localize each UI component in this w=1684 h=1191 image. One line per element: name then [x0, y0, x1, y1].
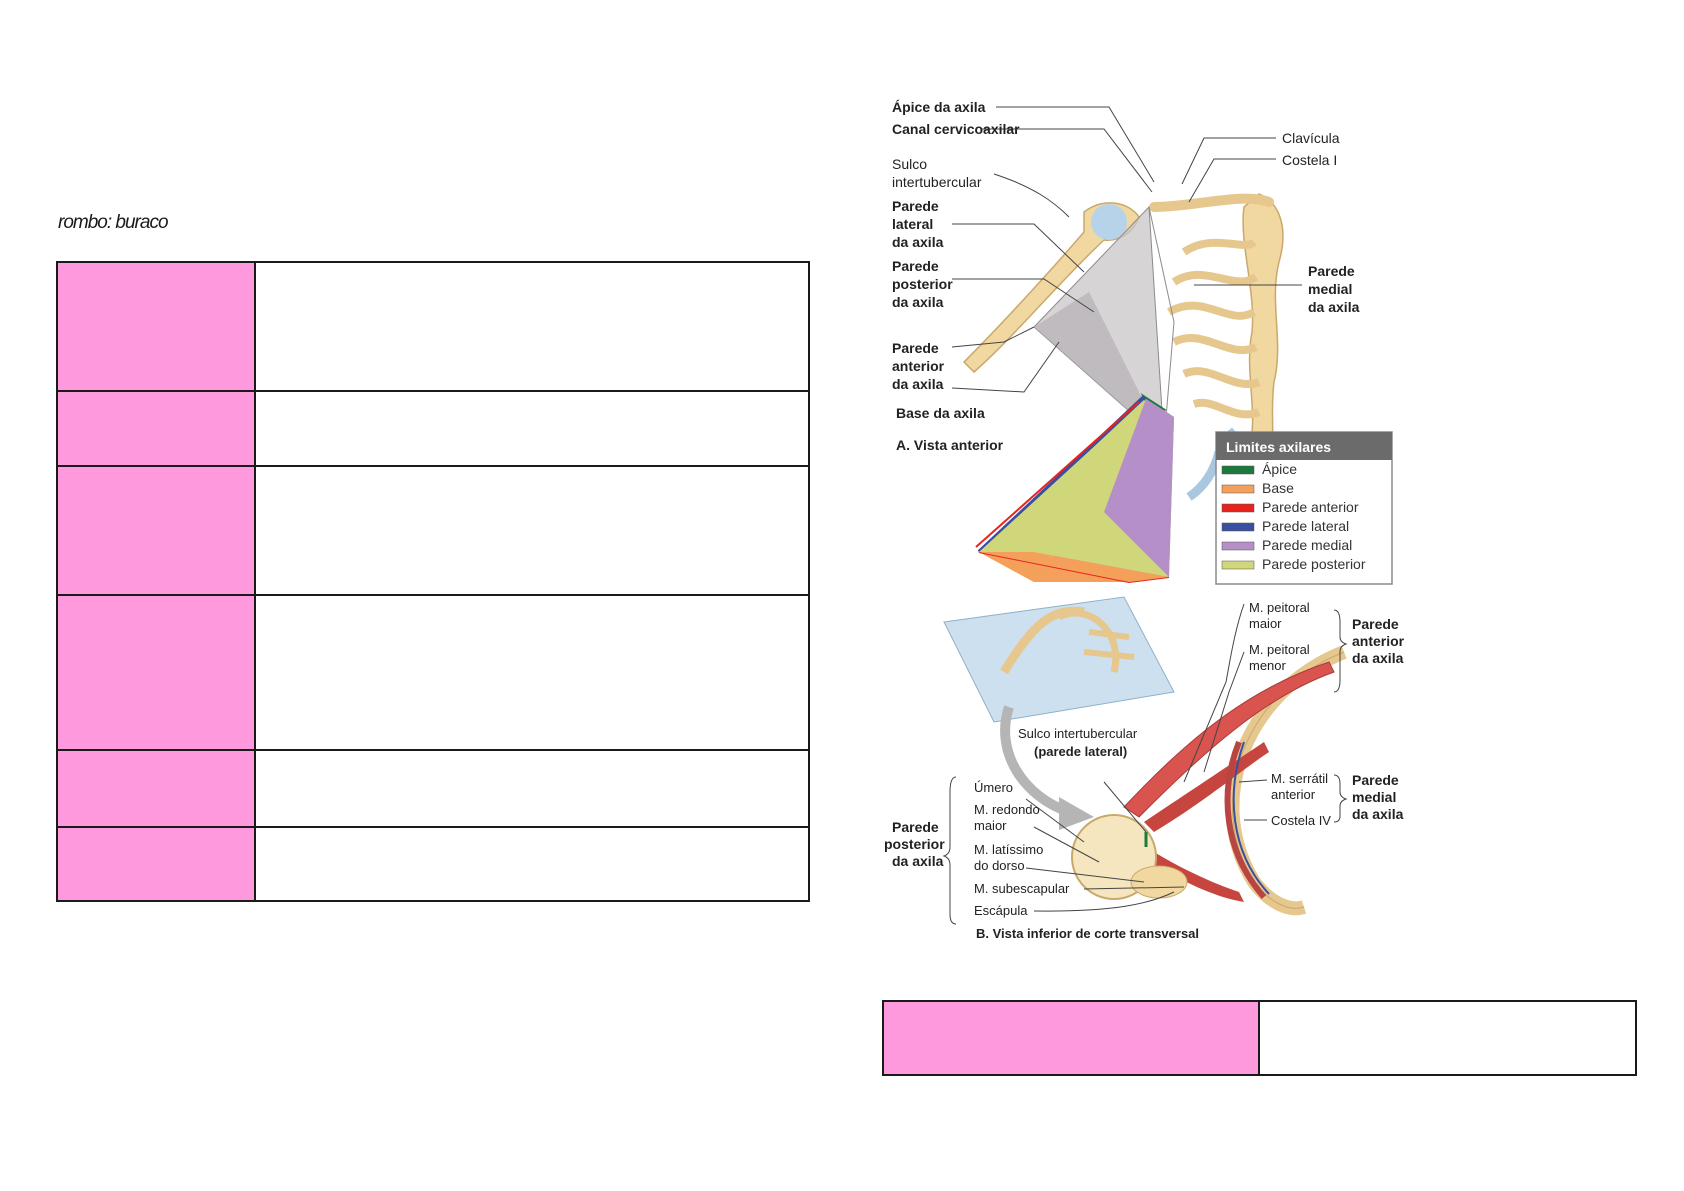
label-b-sulco-2: (parede lateral) — [1034, 744, 1127, 759]
legend-item-label: Parede lateral — [1262, 518, 1349, 534]
caption-b: B. Vista inferior de corte transversal — [976, 926, 1199, 941]
label-sulco-2: intertubercular — [892, 174, 982, 190]
label-cell — [56, 749, 256, 828]
table-row — [56, 390, 810, 467]
label-b-parede-posterior-3: da axila — [892, 853, 944, 869]
label-redondo-maior: M. redondo — [974, 802, 1040, 817]
table-row — [56, 594, 810, 751]
label-canal-cervicoaxilar: Canal cervicoaxilar — [892, 121, 1020, 137]
label-cell — [56, 390, 256, 467]
label-peitoral-maior: M. peitoral — [1249, 600, 1310, 615]
content-cell[interactable] — [254, 826, 810, 902]
content-cell[interactable] — [254, 465, 810, 596]
content-cell[interactable] — [254, 594, 810, 751]
content-cell[interactable] — [1258, 1000, 1637, 1076]
legend-title: Limites axilares — [1226, 439, 1331, 455]
label-parede-posterior-3: da axila — [892, 294, 944, 310]
label-cell — [56, 826, 256, 902]
panel-b: M. peitoral maior M. peitoral menor Pare… — [884, 596, 1405, 941]
left-table — [56, 261, 810, 902]
legend-item-label: Base — [1262, 480, 1294, 496]
label-b-parede-medial-3: da axila — [1352, 806, 1404, 822]
axilla-pyramid-diagram — [975, 393, 1174, 584]
label-parede-medial-3: da axila — [1308, 299, 1360, 315]
content-cell[interactable] — [254, 749, 810, 828]
label-subescapular: M. subescapular — [974, 881, 1070, 896]
label-parede-lateral-2: lateral — [892, 216, 933, 232]
label-parede-lateral: Parede — [892, 198, 939, 214]
label-cell — [56, 594, 256, 751]
label-b-parede-medial-2: medial — [1352, 789, 1396, 805]
label-cell — [56, 261, 256, 392]
anatomy-illustration: Ápice da axila Canal cervicoaxilar Sulco… — [884, 99, 1405, 941]
legend-swatch — [1221, 541, 1255, 551]
label-parede-anterior-2: anterior — [892, 358, 945, 374]
label-b-parede-anterior-2: anterior — [1352, 633, 1405, 649]
label-b-parede-posterior-2: posterior — [884, 836, 945, 852]
label-costela-i: Costela I — [1282, 152, 1337, 168]
label-parede-lateral-3: da axila — [892, 234, 944, 250]
legend-item-label: Ápice — [1262, 461, 1297, 477]
label-peitoral-menor-2: menor — [1249, 658, 1287, 673]
label-cell — [882, 1000, 1260, 1076]
legend-item-label: Parede anterior — [1262, 499, 1359, 515]
table-row — [882, 1000, 1637, 1076]
label-apice: Ápice da axila — [892, 99, 986, 115]
panel-a: Ápice da axila Canal cervicoaxilar Sulco… — [892, 99, 1360, 501]
bottom-table — [882, 1000, 1637, 1076]
label-b-parede-medial: Parede — [1352, 772, 1399, 788]
label-parede-anterior: Parede — [892, 340, 939, 356]
legend-swatch — [1221, 522, 1255, 532]
legend-item-label: Parede posterior — [1262, 556, 1366, 572]
label-clavicula: Clavícula — [1282, 130, 1340, 146]
legend-swatch — [1221, 503, 1255, 513]
table-row — [56, 826, 810, 902]
label-parede-posterior: Parede — [892, 258, 939, 274]
label-umero: Úmero — [974, 780, 1013, 795]
label-costela-iv: Costela IV — [1271, 813, 1331, 828]
label-b-sulco: Sulco intertubercular — [1018, 726, 1138, 741]
content-cell[interactable] — [254, 261, 810, 392]
content-cell[interactable] — [254, 390, 810, 467]
legend-swatch — [1221, 560, 1255, 570]
label-b-parede-anterior-3: da axila — [1352, 650, 1404, 666]
label-parede-anterior-3: da axila — [892, 376, 944, 392]
legend-swatch — [1221, 465, 1255, 475]
label-parede-medial: Parede — [1308, 263, 1355, 279]
label-latissimo: M. latíssimo — [974, 842, 1043, 857]
note-text: rombo: buraco — [58, 212, 169, 233]
label-cell — [56, 465, 256, 596]
label-serratil: M. serrátil — [1271, 771, 1328, 786]
legend-swatch — [1221, 484, 1255, 494]
table-row — [56, 749, 810, 828]
label-serratil-2: anterior — [1271, 787, 1316, 802]
label-b-parede-posterior: Parede — [892, 819, 939, 835]
table-row — [56, 465, 810, 596]
label-parede-posterior-2: posterior — [892, 276, 953, 292]
label-redondo-maior-2: maior — [974, 818, 1007, 833]
table-row — [56, 261, 810, 392]
label-sulco: Sulco — [892, 156, 927, 172]
legend-item-label: Parede medial — [1262, 537, 1352, 553]
caption-a: A. Vista anterior — [896, 437, 1004, 453]
label-base: Base da axila — [896, 405, 985, 421]
label-parede-medial-2: medial — [1308, 281, 1352, 297]
label-peitoral-maior-2: maior — [1249, 616, 1282, 631]
label-peitoral-menor: M. peitoral — [1249, 642, 1310, 657]
axilla-anatomy-figure: Ápice da axila Canal cervicoaxilar Sulco… — [884, 92, 1426, 948]
label-b-parede-anterior: Parede — [1352, 616, 1399, 632]
label-escapula: Escápula — [974, 903, 1028, 918]
label-latissimo-2: do dorso — [974, 858, 1025, 873]
